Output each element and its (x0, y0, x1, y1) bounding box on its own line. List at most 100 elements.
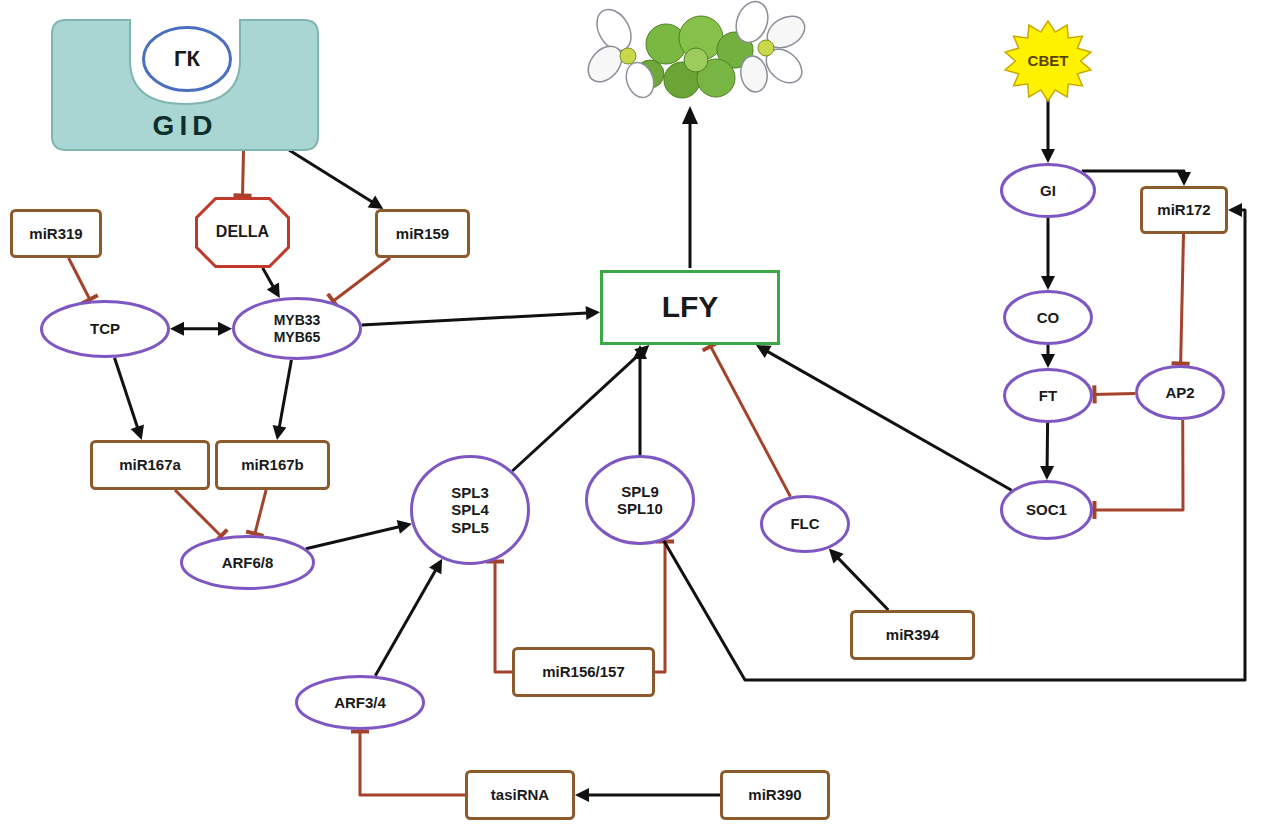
mirna-box: miR319 (10, 209, 102, 258)
activation-connector (1041, 218, 1055, 290)
connector-line (1082, 171, 1184, 173)
connector-line (512, 354, 639, 471)
gene-ellipse: ARF3/4 (295, 675, 425, 730)
mirna-box: miR394 (850, 610, 975, 660)
connector-line (1047, 345, 1050, 355)
connector-line (332, 258, 390, 302)
node-label: GI (1040, 182, 1056, 199)
activation-connector (170, 322, 232, 336)
activation-connector (362, 306, 600, 325)
outline-shape (1142, 188, 1227, 233)
arrow-head (1228, 203, 1242, 217)
connector-line (710, 345, 791, 497)
node-label: СВЕТ (1028, 52, 1069, 69)
outline-shape (412, 457, 529, 564)
mirna-box: miR156/157 (512, 647, 655, 697)
node-label: FLC (790, 515, 819, 532)
connector-line (183, 327, 219, 330)
flower-arrow (682, 106, 698, 268)
activation-connector (263, 268, 280, 298)
node-label: CO (1037, 309, 1060, 326)
inhibition-connector (655, 540, 674, 672)
flower-right (731, 0, 811, 94)
arrow-head (267, 283, 280, 299)
connector-line (263, 268, 274, 287)
outline-shape (852, 612, 974, 659)
mirna-box: miR167a (90, 440, 210, 490)
connector-line (69, 258, 91, 301)
arrow-head (682, 106, 698, 124)
inhibition-connector (175, 490, 227, 542)
connector-line (495, 560, 512, 672)
receptor-shape: GID ГК (52, 20, 318, 150)
inhibition-connector (486, 560, 512, 672)
activation-connector (1040, 423, 1054, 480)
activation-connector (306, 520, 412, 549)
activation-connector (575, 788, 720, 802)
outline-shape (514, 649, 654, 696)
arrow-head (1177, 172, 1191, 186)
outline-shape (182, 537, 314, 589)
node-label: DELLA (216, 223, 269, 241)
connector-line (1093, 420, 1183, 510)
target-box: LFY (600, 270, 780, 345)
connector-line (279, 360, 291, 427)
inhibition-connector (351, 730, 465, 795)
connector-line (588, 794, 720, 797)
connector-line (255, 490, 267, 535)
connector-line (362, 313, 587, 325)
connector-line (306, 527, 399, 549)
node-label: miR319 (29, 225, 82, 242)
mirna-box: miR172 (1140, 186, 1228, 234)
gene-ellipse: SPL9 SPL10 (585, 455, 695, 545)
mirna-box: miR159 (375, 209, 470, 258)
node-label: ARF6/8 (222, 554, 274, 571)
activation-connector (115, 358, 145, 440)
node-label: miR390 (748, 786, 801, 803)
activation-connector (829, 549, 889, 610)
outline-shape (1005, 292, 1092, 344)
inhibition-bar (1093, 501, 1097, 519)
outline-shape (297, 677, 424, 729)
outline-shape (234, 299, 361, 359)
outline-shape (52, 20, 318, 150)
arrow-head (575, 788, 589, 802)
node-label: miR167b (241, 456, 304, 473)
activation-connector (1041, 345, 1055, 368)
node-label: miR172 (1157, 201, 1210, 218)
gene-ellipse: SPL3 SPL4 SPL5 (410, 455, 530, 565)
node-label: MYB33 MYB65 (267, 312, 327, 344)
mirna-box: miR167b (215, 440, 330, 490)
arrow-head (397, 520, 412, 534)
inhibition-connector (246, 490, 266, 536)
arrow-head (1040, 466, 1054, 480)
node-label: FT (1039, 387, 1057, 404)
activation-connector (1082, 171, 1191, 186)
gene-ellipse: FLC (760, 495, 850, 553)
node-label: GID (153, 110, 218, 142)
activation-connector (1041, 97, 1055, 163)
arrow-head (131, 425, 144, 441)
arrow-head (429, 559, 442, 575)
node-label: tasiRNA (491, 786, 549, 803)
arrow-head (218, 322, 232, 336)
arrow-head (170, 322, 184, 336)
connector-line (1181, 234, 1184, 365)
connector-line (360, 730, 465, 795)
outline-shape (144, 28, 231, 91)
inhibition-connector (1093, 385, 1135, 403)
outline-shape (12, 211, 101, 257)
outline-shape (197, 199, 289, 267)
connector-line (1046, 423, 1050, 467)
activation-connector (512, 345, 649, 471)
gene-ellipse: FT (1003, 368, 1093, 423)
hormone-circle: ГК (142, 26, 232, 92)
gene-ellipse: CO (1003, 290, 1093, 345)
mirna-box: tasiRNA (465, 770, 575, 820)
outline-shape (1002, 165, 1095, 217)
inhibition-connector (69, 258, 98, 304)
node-label: SPL9 SPL10 (611, 483, 669, 518)
arrow-head (633, 345, 647, 359)
arrow-head (829, 549, 844, 564)
